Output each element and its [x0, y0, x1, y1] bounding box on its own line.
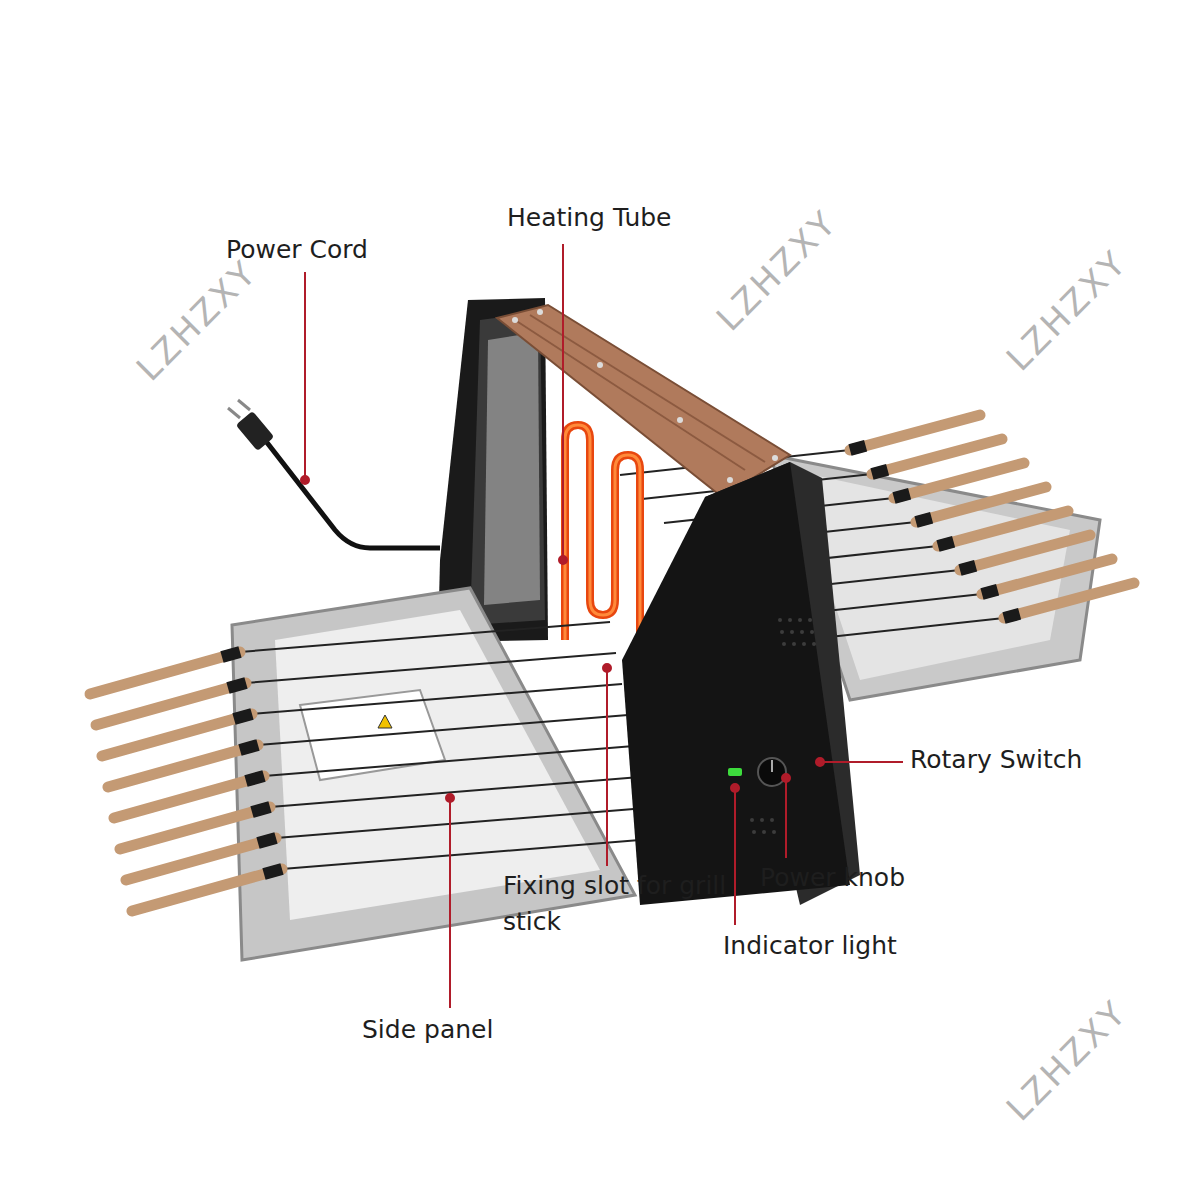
part-label: Indicator light — [723, 928, 897, 964]
skewer-collar — [1004, 614, 1020, 618]
part-label: Side panel — [362, 1012, 493, 1048]
skewer-collar — [960, 566, 976, 570]
watermark: LZHZXY — [708, 202, 845, 339]
part-label: Heating Tube — [507, 200, 671, 236]
skewer-collar — [938, 542, 954, 546]
left-tray — [232, 588, 635, 960]
left-skewers — [90, 622, 652, 911]
skewer-handle — [1004, 583, 1134, 618]
skewer-collar — [982, 590, 998, 594]
part-label: Fixing slot for grill stick — [503, 868, 728, 941]
skewer-collar — [240, 745, 258, 750]
skewer-collar — [894, 494, 910, 498]
part-label: Rotary Switch — [910, 742, 1082, 778]
heating-tube — [565, 425, 640, 640]
skewer-collar — [234, 714, 252, 719]
watermark: LZHZXY — [998, 992, 1135, 1129]
skewer-collar — [872, 470, 888, 474]
skewer-wire — [258, 715, 628, 745]
leader-lines — [301, 244, 903, 1008]
skewer-handle — [132, 869, 282, 911]
skewer-collar — [916, 518, 932, 522]
skewer-wire — [252, 684, 622, 714]
watermark: LZHZXY — [998, 242, 1135, 379]
skewer-collar — [258, 838, 276, 843]
skewer-wire — [282, 839, 652, 869]
part-label: Power knob — [760, 860, 905, 896]
skewer-wire — [246, 653, 616, 683]
skewer-wire — [276, 808, 646, 838]
watermark: LZHZXY — [128, 252, 265, 389]
skewer-wire — [264, 746, 634, 776]
skewer-wire — [270, 777, 640, 807]
skewer-collar — [228, 683, 246, 688]
skewer-collar — [264, 869, 282, 874]
front-housing — [622, 462, 860, 905]
top-lid — [497, 305, 790, 497]
skewer-collar — [222, 652, 240, 657]
skewer-wire — [240, 622, 610, 652]
power-cord — [228, 400, 440, 548]
skewer-collar — [850, 446, 866, 450]
skewer-collar — [246, 776, 264, 781]
skewer-collar — [252, 807, 270, 812]
